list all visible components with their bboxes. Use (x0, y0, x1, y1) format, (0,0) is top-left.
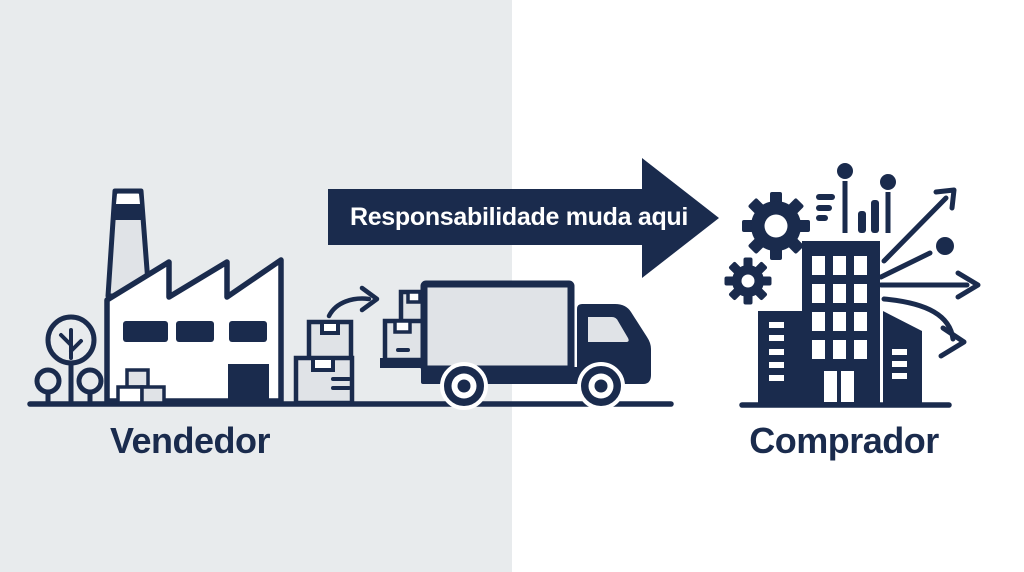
buyer-label: Comprador (749, 420, 939, 461)
factory-icon (104, 188, 284, 405)
seller-label: Vendedor (109, 420, 271, 461)
factory-door (228, 364, 269, 402)
package-boxes-icon (293, 319, 355, 406)
loading-arrow-icon (326, 285, 380, 319)
responsibility-arrow-label: Responsabilidade muda aqui (349, 202, 689, 231)
factory-windows (123, 321, 267, 342)
expansion-arrows-icon (878, 187, 981, 359)
gear-icon-small (724, 257, 772, 305)
building-right (883, 311, 922, 404)
gear-icon (724, 192, 810, 305)
office-buildings-icon (758, 241, 922, 404)
factory-chimney (105, 188, 152, 299)
truck-window (588, 317, 629, 342)
truck-cargo-box (420, 280, 575, 373)
building-main (802, 241, 880, 404)
growth-chart-icon (816, 163, 896, 233)
tree-icon (34, 314, 104, 403)
tailgate-boxes-icon (380, 289, 430, 368)
factory-yard-boxes (116, 368, 166, 405)
truck-wheel-front (577, 362, 625, 410)
delivery-truck-icon (420, 280, 651, 410)
responsibility-arrow-icon (328, 158, 719, 278)
truck-wheel-rear (440, 362, 488, 410)
building-left (758, 311, 802, 404)
